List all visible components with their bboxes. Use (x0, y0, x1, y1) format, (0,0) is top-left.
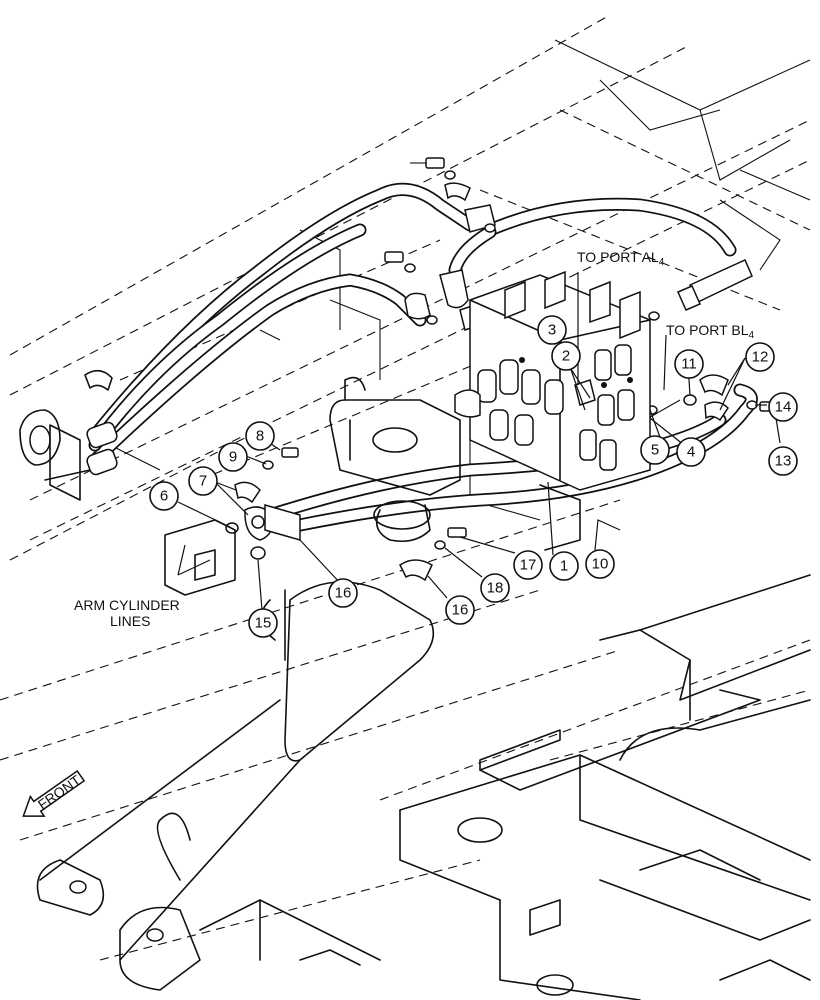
front-label: FRONT (35, 772, 84, 813)
callout-18: 18 (480, 573, 510, 603)
svg-text:7: 7 (199, 473, 207, 490)
callout-15: 15 (248, 608, 278, 638)
callout-9: 9 (218, 442, 248, 472)
callout-1: 1 (549, 551, 579, 581)
arm-cylinder-label-line2: LINES (110, 613, 150, 629)
callout-16-left: 16 (328, 578, 358, 608)
svg-text:16: 16 (335, 585, 352, 602)
lower-frame (0, 499, 811, 1000)
svg-text:4: 4 (687, 444, 695, 461)
svg-text:17: 17 (520, 557, 537, 574)
svg-text:18: 18 (487, 580, 504, 597)
to-port-al-label: TO PORT AL4 (577, 249, 665, 268)
callout-7: 7 (188, 466, 218, 496)
svg-text:11: 11 (681, 356, 697, 373)
center-components (329, 376, 581, 551)
text-labels: TO PORT AL4 TO PORT BL4 ARM CYLINDER LIN… (74, 249, 754, 629)
callout-11: 11 (674, 349, 704, 379)
svg-text:8: 8 (256, 428, 264, 445)
control-valve (454, 270, 651, 491)
arm-cylinder-label-line1: ARM CYLINDER (74, 597, 180, 613)
callout-8: 8 (245, 421, 275, 451)
svg-text:13: 13 (775, 453, 792, 470)
callout-10: 10 (585, 549, 615, 579)
callout-16-right: 16 (445, 595, 475, 625)
svg-text:9: 9 (229, 449, 237, 466)
callouts: 1 2 3 4 5 6 7 8 9 10 11 12 13 14 15 16 1… (149, 315, 798, 638)
callout-17: 17 (513, 550, 543, 580)
svg-text:10: 10 (592, 556, 609, 573)
to-port-bl-label: TO PORT BL4 (666, 322, 754, 341)
callout-12: 12 (745, 342, 775, 372)
callout-3: 3 (537, 315, 567, 345)
svg-text:3: 3 (548, 322, 556, 339)
callout-4: 4 (676, 437, 706, 467)
svg-text:5: 5 (651, 442, 659, 459)
svg-text:16: 16 (452, 602, 469, 619)
svg-text:2: 2 (562, 348, 570, 365)
svg-text:15: 15 (255, 615, 272, 632)
leader-lines (177, 272, 781, 611)
callout-6: 6 (149, 481, 179, 511)
svg-text:1: 1 (560, 558, 568, 575)
front-arrow: FRONT (22, 769, 86, 817)
callout-14: 14 (768, 392, 798, 422)
callout-5: 5 (640, 435, 670, 465)
callout-13: 13 (768, 446, 798, 476)
callout-2: 2 (551, 341, 581, 371)
svg-text:14: 14 (775, 399, 792, 416)
svg-text:6: 6 (160, 488, 168, 505)
svg-text:12: 12 (752, 349, 769, 366)
